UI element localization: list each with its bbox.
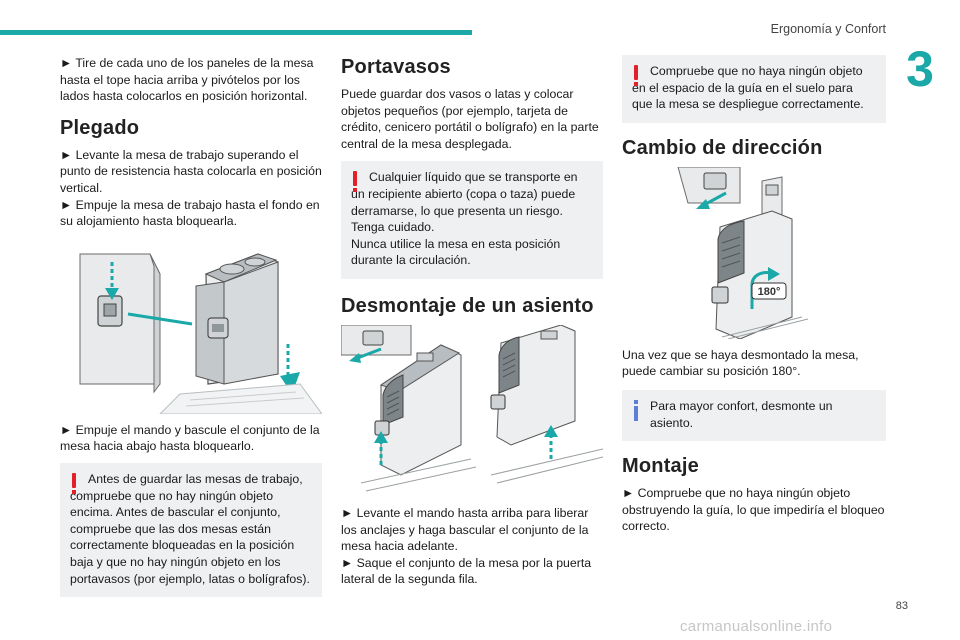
angle-label: 180° [758, 286, 781, 298]
plegado-step-1: ► Levante la mesa de trabajo superando e… [60, 147, 322, 195]
column-3: Compruebe que no haya ningún objeto en e… [622, 55, 886, 535]
warning-text-first-line: Antes de guardar las mesas de trabajo, [88, 471, 303, 486]
warning-text-first-line: Compruebe que no haya ningún objeto [650, 64, 863, 78]
plegado-step-2: ► Empuje la mesa de trabajo hasta el fon… [60, 197, 320, 229]
warning-text: compruebe que no hay ningún objeto encim… [70, 488, 310, 586]
direction-change-illustration: 180° [622, 166, 886, 339]
heading-cambio-direccion: Cambio de dirección [622, 136, 823, 159]
warning-note-3: Compruebe que no haya ningún objeto en e… [622, 55, 886, 123]
warning-text: en el espacio de la guía en el suelo par… [632, 80, 864, 112]
desmontaje-step-2: ► Saque el conjunto de la mesa por la pu… [341, 555, 592, 587]
warning-text-2: Nunca utilice la mesa en esta posición d… [351, 236, 561, 268]
heading-portavasos: Portavasos [341, 56, 451, 78]
heading-desmontaje: Desmontaje de un asiento [341, 294, 594, 317]
warning-icon [633, 65, 639, 86]
after-image-step: ► Empuje el mando y bascule el conjunto … [60, 422, 320, 454]
info-text: asiento. [650, 415, 694, 430]
warning-note-1: Antes de guardar las mesas de trabajo, c… [60, 462, 322, 598]
chapter-number: 3 [906, 41, 934, 97]
header-accent-bar [0, 30, 472, 35]
info-icon [633, 399, 639, 421]
table-folding-illustration [60, 243, 322, 414]
info-text-first-line: Para mayor confort, desmonte un [650, 398, 833, 413]
warning-text: un recipiente abierto (copa o taza) pued… [351, 186, 576, 235]
intro-paragraph: ► Tire de cada uno de los paneles de la … [60, 56, 314, 104]
column-2: Portavasos Puede guardar dos vasos o lat… [341, 55, 603, 588]
section-header: Ergonomía y Confort [770, 22, 886, 36]
warning-icon [71, 472, 77, 494]
cambio-paragraph: Una vez que se haya desmontado la mesa, … [622, 347, 859, 379]
page-number: 83 [895, 600, 908, 612]
desmontaje-step-1: ► Levante el mando hasta arriba para lib… [341, 505, 589, 554]
warning-icon [352, 171, 358, 193]
info-note: Para mayor confort, desmonte un asiento. [622, 389, 886, 442]
watermark: carmanualsonline.info [680, 618, 833, 635]
portavasos-paragraph: Puede guardar dos vasos o latas y coloca… [341, 87, 599, 151]
montaje-paragraph: ► Compruebe que no haya ningún objeto ob… [622, 486, 885, 534]
column-1: ► Tire de cada uno de los paneles de la … [60, 55, 322, 598]
heading-plegado: Plegado [60, 116, 140, 139]
seat-removal-illustration [341, 324, 603, 495]
warning-text-first-line: Cualquier líquido que se transporte en [369, 170, 578, 185]
heading-montaje: Montaje [622, 455, 699, 478]
warning-note-2: Cualquier líquido que se transporte en u… [341, 161, 603, 279]
